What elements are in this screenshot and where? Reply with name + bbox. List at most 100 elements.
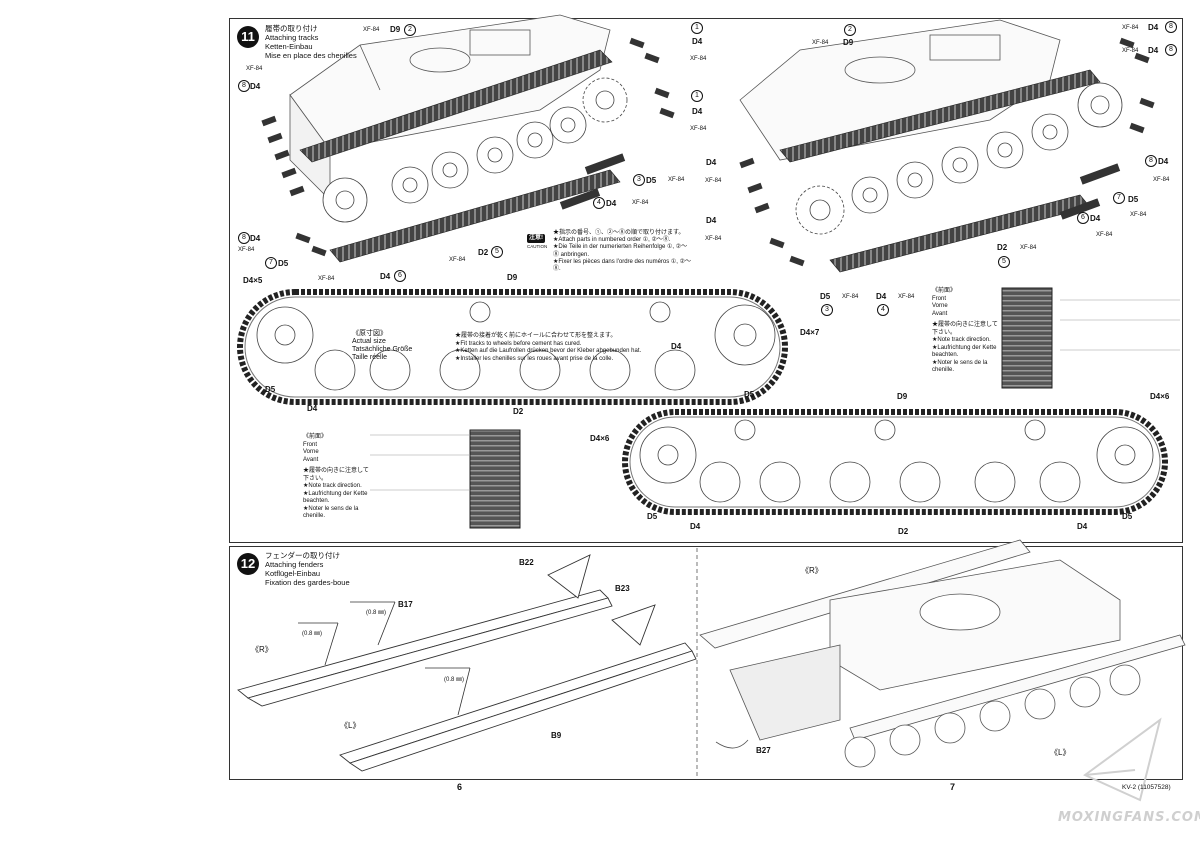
part-label-d5: D5 xyxy=(1122,512,1133,521)
step-11-title-fr: Mise en place des chenilles xyxy=(265,51,357,60)
fender-right-label: 《R》 xyxy=(251,645,273,654)
part-label-b9: B9 xyxy=(551,731,562,740)
order-mark-5: 5 xyxy=(491,246,503,258)
fit-tracks-note: ★履帯の接着が乾く前にホイールに合わせて形を整えます。 ★Fit tracks … xyxy=(455,333,641,363)
order-mark: 2 xyxy=(403,24,417,36)
order-mark: 6 xyxy=(1076,212,1090,224)
order-mark-2: 2 xyxy=(404,24,416,36)
paint-label: XF-84 xyxy=(246,66,263,72)
order-mark-8: 8 xyxy=(1165,44,1177,56)
part-label-d5: D5 xyxy=(646,176,657,185)
part-label-b23: B23 xyxy=(615,584,630,593)
part-label-b17: B17 xyxy=(398,600,413,609)
part-label-d9: D9 xyxy=(897,392,908,401)
caution-fr: ★Fixer les pièces dans l'ordre des numér… xyxy=(553,258,692,273)
order-mark-3: 3 xyxy=(821,304,833,316)
part-label-d4: D4 xyxy=(690,522,701,531)
order-mark: 1 xyxy=(690,22,704,34)
part-label-d4: D4 xyxy=(1148,23,1159,32)
left-loose-track-links xyxy=(261,37,675,257)
part-label-d5: D5 xyxy=(1128,195,1139,204)
paint-label: XF-84 xyxy=(812,40,829,46)
caution-badge: 注意! xyxy=(527,234,545,244)
order-mark: 5 xyxy=(997,256,1011,268)
front-fr: Avant xyxy=(303,456,319,463)
fender-left-label: 《L》 xyxy=(340,721,361,730)
order-mark: 3 xyxy=(820,304,834,316)
actual-size-de: Tatsächliche Größe xyxy=(352,346,413,353)
part-label-d2: D2 xyxy=(478,248,489,257)
order-mark-2: 2 xyxy=(844,24,856,36)
order-mark-8: 8 xyxy=(238,232,250,244)
part-label-d5: D5 xyxy=(265,385,276,394)
left-road-wheels xyxy=(322,77,628,223)
footer-code: KV-2 (11057528) xyxy=(1122,784,1171,791)
watermark-text: MOXINGFANS.COM xyxy=(1058,810,1200,825)
tank-left-label: 《L》 xyxy=(1050,748,1071,757)
front-dir-de: ★Laufrichtung der Kette beachten. xyxy=(303,490,368,505)
part-label-d4x5: D4×5 xyxy=(243,276,263,285)
caution-note: 注意! CAUTION ★指示の番号、①、②〜⑧の順で取り付けます。 ★Atta… xyxy=(527,230,692,273)
step-12-title: フェンダーの取り付け Attaching fenders Kotflügel-E… xyxy=(265,551,350,587)
paint-label: XF-84 xyxy=(632,200,649,206)
order-mark: 8 xyxy=(1164,21,1178,33)
step-12-title-en: Attaching fenders xyxy=(265,560,324,569)
page-number-right: 7 xyxy=(950,782,956,792)
part-label-d4x6: D4×6 xyxy=(1150,392,1170,401)
order-mark: 8 xyxy=(237,80,251,92)
caution-jp: ★指示の番号、①、②〜⑧の順で取り付けます。 xyxy=(553,230,685,236)
front-jp: 《前面》 xyxy=(932,288,957,294)
part-label-d5: D5 xyxy=(744,390,755,399)
paint-label: XF-84 xyxy=(1096,232,1113,238)
front-note-right: 《前面》 Front Vorne Avant ★履帯の向きに注意して下さい。 ★… xyxy=(932,288,1000,375)
part-label-d4: D4 xyxy=(671,342,682,351)
watermark-plane-icon xyxy=(1083,717,1162,802)
part-label-d4: D4 xyxy=(706,158,717,167)
order-mark: 6 xyxy=(393,270,407,282)
paint-label: XF-84 xyxy=(668,177,685,183)
order-mark-1: 1 xyxy=(691,90,703,102)
part-label-d4: D4 xyxy=(1148,46,1159,55)
front-en: Front xyxy=(932,295,947,302)
part-label-d5: D5 xyxy=(647,512,658,521)
order-mark: 2 xyxy=(843,24,857,36)
paint-label: XF-84 xyxy=(690,126,707,132)
paint-label: XF-84 xyxy=(842,294,859,300)
order-mark-1: 1 xyxy=(691,22,703,34)
part-label-d4: D4 xyxy=(606,199,617,208)
left-upper-track-run xyxy=(299,49,613,163)
paint-label: XF-84 xyxy=(898,294,915,300)
front-dir-jp: ★履帯の向きに注意して下さい。 xyxy=(932,322,998,336)
part-label-b27: B27 xyxy=(756,746,771,755)
caution-en: ★Attach parts in numbered order ①, ②〜⑧. xyxy=(553,237,671,244)
paint-label: XF-84 xyxy=(705,236,722,242)
order-mark: 3 xyxy=(632,174,646,186)
order-mark: 4 xyxy=(876,304,890,316)
fit-note-jp: ★履帯の接着が乾く前にホイールに合わせて形を整えます。 xyxy=(455,333,617,339)
front-dir-en: ★Note track direction. xyxy=(303,483,362,489)
part-label-d4: D4 xyxy=(250,82,261,91)
right-upper-track-run xyxy=(779,69,1101,163)
front-de: Vorne xyxy=(932,303,948,309)
order-mark: 8 xyxy=(1144,155,1158,167)
tank-right-label: 《R》 xyxy=(801,566,823,575)
front-dir-en: ★Note track direction. xyxy=(932,337,991,343)
paint-label: XF-84 xyxy=(690,56,707,62)
order-mark-6: 6 xyxy=(1077,212,1089,224)
part-label-d9: D9 xyxy=(843,38,854,47)
paint-label: XF-84 xyxy=(1153,177,1170,183)
front-dir-jp: ★履帯の向きに注意して下さい。 xyxy=(303,468,369,482)
part-label-d4x7: D4×7 xyxy=(800,328,820,337)
front-note-left: 《前面》 Front Vorne Avant ★履帯の向きに注意して下さい。 ★… xyxy=(303,434,371,521)
order-mark: 4 xyxy=(592,197,606,209)
actual-size-fr: Taille réelle xyxy=(352,354,388,361)
part-label-d4: D4 xyxy=(692,37,703,46)
part-label-d4: D4 xyxy=(706,216,717,225)
fender-brackets xyxy=(547,554,656,646)
fender-pins xyxy=(298,601,471,716)
paint-label: XF-84 xyxy=(1020,245,1037,251)
step-11-number: 11 xyxy=(237,26,259,48)
order-mark: 7 xyxy=(264,257,278,269)
part-label-d2: D2 xyxy=(513,407,524,416)
step-12-number: 12 xyxy=(237,553,259,575)
